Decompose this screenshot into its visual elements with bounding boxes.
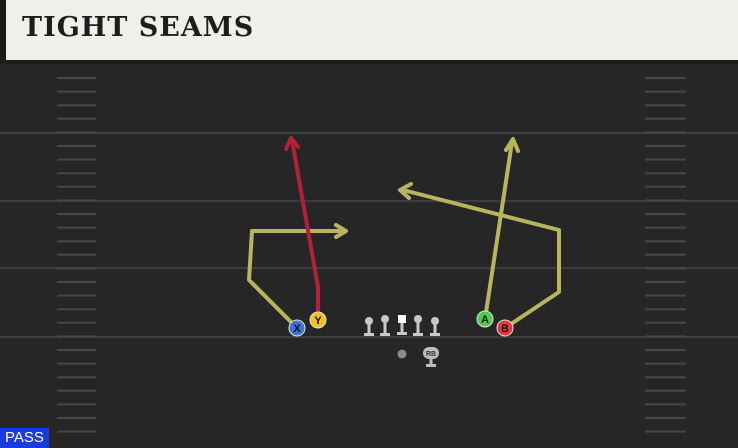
yard-line	[0, 200, 738, 202]
yard-line	[0, 132, 738, 134]
route-b-post	[401, 188, 561, 330]
route-a-seam	[483, 140, 514, 321]
route-b-arrowhead	[398, 182, 413, 200]
football-field: RB X Y A B	[0, 60, 738, 448]
receiver-b: B	[496, 319, 514, 337]
play-type-badge: PASS	[0, 428, 49, 448]
lineman-icon	[413, 315, 423, 336]
lineman-icon	[380, 315, 390, 336]
route-x-arrowhead	[334, 223, 348, 239]
lineman-icon	[364, 317, 374, 336]
yard-line	[0, 336, 738, 338]
route-x-out	[247, 229, 344, 330]
yard-line	[0, 267, 738, 269]
rb-label: RB	[426, 351, 436, 358]
routes	[247, 136, 561, 330]
center-icon	[397, 315, 407, 335]
quarterback-marker	[397, 349, 407, 359]
running-back: RB	[423, 347, 439, 367]
route-a-arrowhead	[504, 137, 520, 153]
receiver-x: X	[288, 319, 306, 337]
hash-marks-right	[645, 77, 686, 433]
lineman-icon	[430, 317, 440, 336]
route-y-seam	[290, 138, 320, 322]
offensive-line	[364, 315, 440, 336]
receiver-a-label: A	[481, 314, 489, 326]
hash-marks-left	[57, 77, 96, 433]
field-top-edge	[0, 60, 738, 64]
receiver-y: Y	[309, 311, 327, 329]
title-bar: TIGHT SEAMS	[0, 0, 738, 60]
field-turf	[0, 60, 738, 448]
route-y-arrowhead	[284, 136, 300, 151]
receiver-y-label: Y	[314, 315, 322, 327]
receiver-b-label: B	[501, 323, 509, 335]
receivers: X Y A B	[288, 310, 514, 337]
yard-lines	[0, 132, 738, 338]
receiver-x-label: X	[293, 323, 301, 335]
receiver-a: A	[476, 310, 494, 328]
play-title: TIGHT SEAMS	[22, 12, 255, 43]
